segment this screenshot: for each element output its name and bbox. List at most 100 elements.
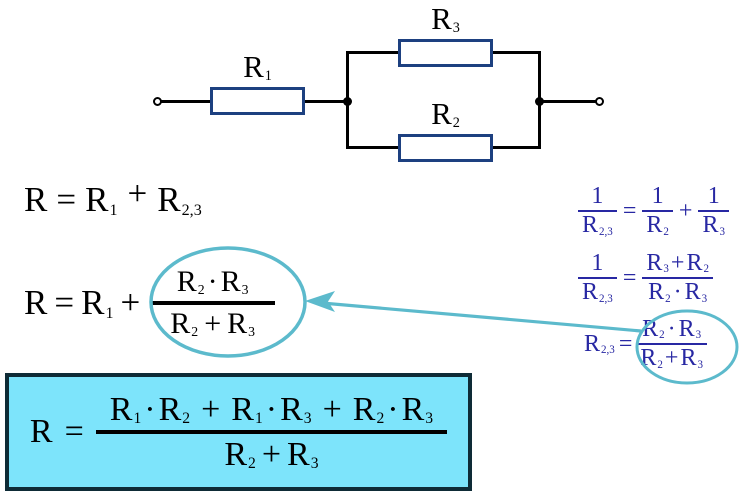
numerator: R1·R2+R1·R3+R2·R3 [96,389,447,430]
r-subscript: 2 [659,329,665,342]
r-subscript: 3 [310,455,319,473]
terminal-right-circle [595,97,604,106]
fraction-1-over-r2: 1 R2 [642,183,673,239]
r2-base: R [431,96,452,131]
r-base: R [81,283,105,322]
r-subscript: 1 [254,410,263,428]
r1-base: R [243,49,264,84]
r-base: R [157,180,181,219]
r-base: R [646,250,663,276]
r-base: R [158,390,182,428]
plus-sign: + [261,436,282,473]
r-total: R [24,180,48,219]
formula-substituted: R = R1 + R2·R3 R2+R3 [24,248,276,358]
r-subscript: 2 [657,358,663,371]
equals-sign: = [56,180,77,219]
r-subscript: 2,3 [599,292,613,305]
r-base: R [640,345,657,372]
r-subscript: 3 [248,324,256,340]
formula-parallel-equivalent: R2,3 = R2·R3 R2+R3 [584,316,707,372]
r-base: R [678,316,695,342]
denominator: R2+R3 [636,345,707,372]
r-subscript: 2 [663,225,669,238]
resistor-r3-label: R3 [398,2,493,42]
plus-sign: + [127,174,148,213]
numerator: R2·R3 [157,263,269,301]
resistor-r1-label: R1 [210,50,305,90]
r-base: R [227,307,248,340]
resistor-r1-box [210,87,305,115]
fraction-bar [642,210,673,213]
term-r23: R2,3 [584,331,615,358]
denominator: R2+R3 [210,434,332,475]
r-subscript: 2,3 [599,225,613,238]
r-subscript: 2 [197,282,205,298]
plus-sign: + [120,283,141,322]
r3-subscript: 3 [452,20,460,37]
r-subscript: 3 [719,225,725,238]
formula-reciprocal-sum: 1 R2,3 = 1 R2 + 1 R3 [578,183,729,239]
plus-sign: + [664,345,679,372]
numerator: R2·R3 [638,316,705,343]
result-formula-box: R = R1·R2+R1·R3+R2·R3 R2+R3 [5,373,472,491]
r-subscript: 1 [109,201,118,219]
r-base: R [231,390,254,428]
fraction-1-over-r23: 1 R2,3 [578,183,617,239]
r-subscript: 2,3 [181,201,202,219]
r-base: R [280,390,303,428]
fraction-bar [698,210,729,213]
r-total: R [29,413,53,450]
fraction-sum-over-product: R3+R2 R2·R3 [642,250,713,306]
fraction-result: R1·R2+R1·R3+R2·R3 R2+R3 [95,389,448,476]
r-subscript: 2 [248,455,256,473]
resistor-r2-box [398,134,493,162]
numerator: 1 [591,183,604,209]
equals-sign: = [618,330,633,357]
wire-middle [303,100,348,103]
wire-left [160,100,212,103]
r-base: R [109,390,133,428]
r-subscript: 1 [105,304,114,322]
r-base: R [642,316,659,342]
r-subscript: 3 [695,329,702,342]
multiply-dot: · [387,390,399,428]
r-base: R [220,265,241,299]
term-r23: R2,3 [157,180,201,220]
r1-subscript: 1 [264,68,272,85]
r-base: R [170,307,191,340]
fraction-product-over-sum: R2·R3 R2+R3 [636,316,707,372]
fraction-bar [642,277,713,280]
r-subscript: 2 [665,292,671,305]
numerator: 1 [651,183,664,209]
wire-right [541,100,596,103]
r-base: R [582,212,599,239]
multiply-dot: · [265,390,278,428]
r-subscript: 3 [303,410,312,428]
denominator: R2 [642,212,673,239]
r-subscript: 2 [703,263,709,276]
multiply-dot: · [667,316,676,342]
r-total: R [24,283,48,322]
multiply-dot: · [144,390,156,428]
fraction-bar [578,210,617,213]
plus-sign: + [322,390,342,428]
r-subscript: 3 [663,263,669,276]
equals-sign: = [54,283,75,322]
r-base: R [401,390,425,428]
plus-sign: + [678,197,693,224]
fraction-parallel: R2·R3 R2+R3 [150,263,276,342]
fraction-bar [95,430,448,434]
term-r1: R1 [85,180,117,220]
r2-subscript: 2 [452,115,460,132]
numerator: 1 [591,250,604,276]
r-subscript: 2 [191,324,199,340]
r-subscript: 2 [376,410,385,428]
resistor-r2-label: R2 [398,97,493,137]
r-base: R [85,180,109,219]
r-subscript: 2,3 [601,344,615,357]
junction-right-dot [535,97,544,106]
denominator: R2·R3 [644,279,711,306]
multiply-dot: · [207,265,218,299]
denominator: R2,3 [578,279,617,306]
r-base: R [684,279,701,306]
